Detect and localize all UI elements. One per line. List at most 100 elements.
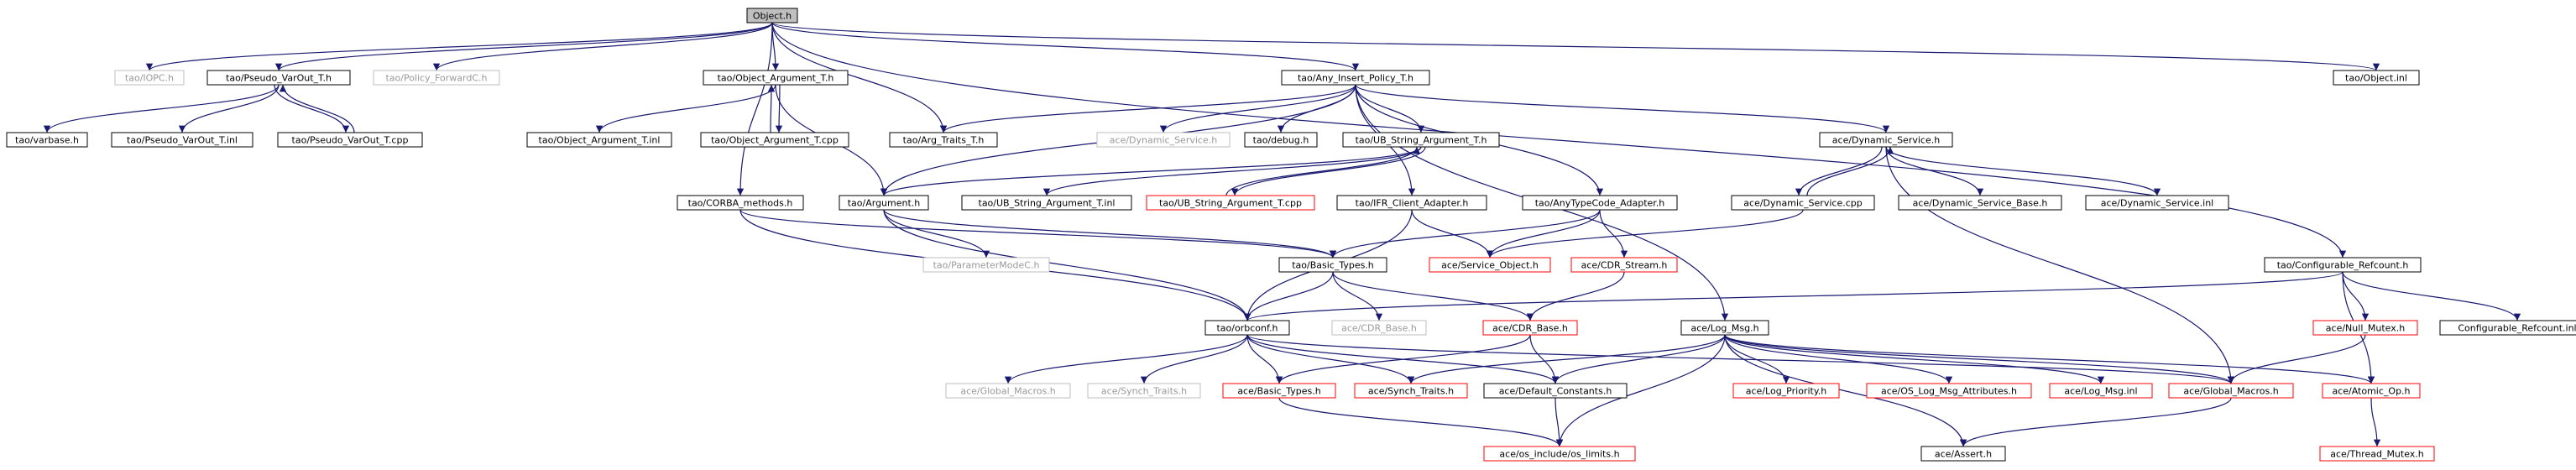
node-box: [1204, 320, 1290, 336]
node-ace-basic-types-h[interactable]: ace/Basic_Types.h: [1222, 383, 1336, 399]
node-ace-dynamic-service-h[interactable]: ace/Dynamic_Service.h: [1819, 132, 1953, 148]
node-tao-pseudo-varout-t-cpp[interactable]: tao/Pseudo_VarOut_T.cpp: [277, 132, 423, 148]
node-ace-default-constants-h[interactable]: ace/Default_Constants.h: [1483, 383, 1628, 399]
node-tao-corba-methods-h[interactable]: tao/CORBA_methods.h: [677, 195, 804, 211]
node-box: [1680, 320, 1769, 336]
node-label: tao/ParameterModeC.h: [933, 260, 1040, 271]
node-tao-object-argument-t-h[interactable]: tao/Object_Argument_T.h: [703, 70, 849, 86]
node-box: [2333, 70, 2420, 86]
node-ace-global-macros-h[interactable]: ace/Global_Macros.h: [2168, 383, 2294, 399]
node-tao-orbconf-h[interactable]: tao/orbconf.h: [1204, 320, 1290, 336]
node-box: [1731, 195, 1875, 211]
node-tao-pseudo-varout-t-inl[interactable]: tao/Pseudo_VarOut_T.inl: [111, 132, 253, 148]
edge-configurable_refcount-to-configurable_refcount_inl: [2342, 271, 2521, 321]
node-tao-policy-forwardc-h: tao/Policy_ForwardC.h: [373, 70, 500, 86]
node-ace-cdr-base-h[interactable]: ace/CDR_Base.h: [1482, 320, 1578, 336]
node-box: [6, 132, 88, 148]
node-box: [1920, 446, 2006, 462]
node-label: tao/Object.inl: [2345, 73, 2407, 84]
node-label: ace/Dynamic_Service.inl: [2101, 198, 2214, 209]
edge-orbconf-to-basic_types_ace: [1246, 334, 1283, 384]
node-box: [1222, 383, 1336, 399]
node-tao-arg-traits-t-h[interactable]: tao/Arg_Traits_T.h: [889, 132, 998, 148]
edge-object_h-to-corba_methods: [736, 22, 773, 196]
node-tao-basic-types-h[interactable]: tao/Basic_Types.h: [1278, 257, 1387, 273]
node-box: [1429, 257, 1551, 273]
node-ace-dynamic-service-cpp[interactable]: ace/Dynamic_Service.cpp: [1731, 195, 1875, 211]
node-label: tao/Pseudo_VarOut_T.inl: [127, 135, 238, 146]
edge-atomic_op-to-thread_mutex: [2370, 397, 2381, 447]
node-box: [1522, 195, 1678, 211]
node-ace-synch-traits-h[interactable]: ace/Synch_Traits.h: [1354, 383, 1468, 399]
node-box: [1281, 70, 1430, 86]
node-box: [2322, 383, 2421, 399]
edge-any_insert-to-dynamic_service_tao: [1159, 84, 1356, 133]
edge-object_h-to-tao_iopc: [146, 22, 773, 71]
node-label: tao/Argument.h: [848, 198, 921, 209]
node-label: ace/CDR_Base.h: [1492, 323, 1568, 334]
edge-default_constants-to-os_limits: [1554, 397, 1564, 447]
node-ace-null-mutex-h[interactable]: ace/Null_Mutex.h: [2312, 320, 2418, 336]
node-ace-log-priority-h[interactable]: ace/Log_Priority.h: [1732, 383, 1840, 399]
node-ace-os-include-os-limits-h[interactable]: ace/os_include/os_limits.h: [1483, 446, 1636, 462]
node-tao-argument-h[interactable]: tao/Argument.h: [839, 195, 929, 211]
node-ace-dynamic-service-inl[interactable]: ace/Dynamic_Service.inl: [2085, 195, 2229, 211]
node-ace-service-object-h[interactable]: ace/Service_Object.h: [1429, 257, 1551, 273]
node-ace-cdr-base-h: ace/CDR_Base.h: [1331, 320, 1427, 336]
node-tao-anytypecode-adapter-h[interactable]: tao/AnyTypeCode_Adapter.h: [1522, 195, 1678, 211]
edge-ifr_client-to-service_object: [1411, 209, 1494, 258]
node-label: tao/IOPC.h: [125, 73, 174, 84]
node-box: [1570, 257, 1678, 273]
edge-dynamic_service_cpp-to-service_object: [1486, 209, 1804, 258]
node-box: [1336, 195, 1487, 211]
node-tao-any-insert-policy-t-h[interactable]: tao/Any_Insert_Policy_T.h: [1281, 70, 1430, 86]
node-tao-configurable-refcount-h[interactable]: tao/Configurable_Refcount.h: [2264, 257, 2422, 273]
node-tao-object-argument-t-cpp[interactable]: tao/Object_Argument_T.cpp: [700, 132, 849, 148]
edge-log_msg-to-global_macros: [1724, 334, 2235, 384]
node-box: [839, 195, 929, 211]
node-box: [2319, 446, 2435, 462]
node-tao-ub-string-argument-t-cpp[interactable]: tao/UB_String_Argument_T.cpp: [1146, 195, 1315, 211]
edge-cdr_base_ace-to-basic_types_ace: [1275, 334, 1531, 384]
node-tao-object-inl[interactable]: tao/Object.inl: [2333, 70, 2420, 86]
node-tao-ub-string-argument-t-inl[interactable]: tao/UB_String_Argument_T.inl: [961, 195, 1132, 211]
node-box: [2168, 383, 2294, 399]
node-ace-thread-mutex-h[interactable]: ace/Thread_Mutex.h: [2319, 446, 2435, 462]
node-tao-varbase-h[interactable]: tao/varbase.h: [6, 132, 88, 148]
node-tao-object-argument-t-inl[interactable]: tao/Object_Argument_T.inl: [526, 132, 672, 148]
node-ace-dynamic-service-base-h[interactable]: ace/Dynamic_Service_Base.h: [1898, 195, 2062, 211]
edge-basic_types_tao-to-cdr_base_ace_plain: [1332, 271, 1383, 321]
edge-layer: [43, 22, 2521, 447]
node-ace-atomic-op-h[interactable]: ace/Atomic_Op.h: [2322, 383, 2421, 399]
edge-object_argument_h-to-object_argument_inl: [595, 84, 776, 133]
node-object-h[interactable]: Object.h: [746, 8, 798, 24]
node-tao-debug-h[interactable]: tao/debug.h: [1244, 132, 1318, 148]
node-box: [277, 132, 423, 148]
node-label: ace/CDR_Stream.h: [1581, 260, 1668, 271]
edge-anytypecode-to-basic_types_tao: [1329, 209, 1601, 258]
node-label: ace/Dynamic_Service.h: [1832, 135, 1940, 146]
node-label: ace/Atomic_Op.h: [2332, 386, 2410, 397]
node-box: [526, 132, 672, 148]
edge-anytypecode-to-cdr_stream: [1599, 209, 1628, 258]
edge-pseudo_varout-to-pseudo_varout_inl: [178, 84, 280, 133]
node-ace-log-msg-inl[interactable]: ace/Log_Msg.inl: [2049, 383, 2153, 399]
node-label: tao/debug.h: [1253, 135, 1309, 146]
node-ace-assert-h[interactable]: ace/Assert.h: [1920, 446, 2006, 462]
node-label: tao/Object_Argument_T.h: [718, 73, 834, 84]
node-configurable-refcount-inl[interactable]: Configurable_Refcount.inl: [2439, 320, 2576, 336]
node-box: [111, 132, 253, 148]
node-ace-os-log-msg-attributes-h[interactable]: ace/OS_Log_Msg_Attributes.h: [1866, 383, 2032, 399]
node-tao-ub-string-argument-t-h[interactable]: tao/UB_String_Argument_T.h: [1342, 132, 1500, 148]
node-tao-pseudo-varout-t-h[interactable]: tao/Pseudo_VarOut_T.h: [206, 70, 351, 86]
node-tao-ifr-client-adapter-h[interactable]: tao/IFR_Client_Adapter.h: [1336, 195, 1487, 211]
node-ace-cdr-stream-h[interactable]: ace/CDR_Stream.h: [1570, 257, 1678, 273]
node-ace-log-msg-h[interactable]: ace/Log_Msg.h: [1680, 320, 1769, 336]
node-label: tao/IFR_Client_Adapter.h: [1356, 198, 1469, 209]
node-label: ace/Thread_Mutex.h: [2330, 449, 2424, 460]
node-label: tao/UB_String_Argument_T.inl: [979, 198, 1116, 209]
node-label: tao/Object_Argument_T.cpp: [711, 135, 839, 146]
edge-null_mutex-to-global_macros: [2227, 334, 2366, 384]
node-label: tao/AnyTypeCode_Adapter.h: [1535, 198, 1665, 209]
edge-ub_string_h-to-ub_string_cpp: [1231, 146, 1426, 196]
